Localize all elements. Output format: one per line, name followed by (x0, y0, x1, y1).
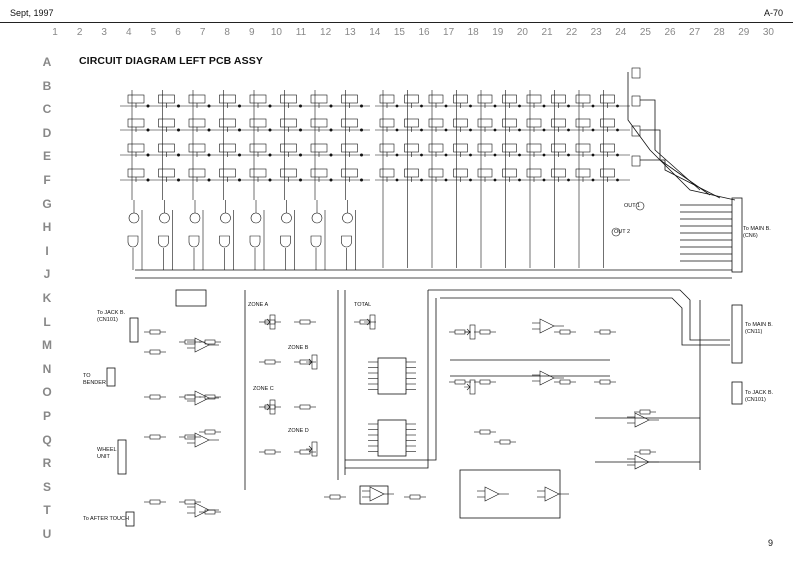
grid-column-number: 25 (639, 27, 651, 38)
grid-row-letter: B (42, 78, 52, 93)
grid-column-number: 9 (249, 27, 255, 38)
grid-column-number: 4 (126, 27, 132, 38)
grid-column-number: 26 (664, 27, 676, 38)
label-wheel-unit: WHEEL UNIT (97, 447, 117, 460)
grid-row-letter: P (42, 409, 52, 423)
label-out-1: OUT 1 (624, 203, 641, 209)
grid-row-letter: O (42, 385, 52, 400)
page-number: 9 (767, 538, 773, 548)
grid-row-letter: K (42, 291, 52, 305)
grid-column-number: 1 (52, 27, 58, 38)
grid-row-letter: C (42, 102, 52, 117)
grid-column-number: 22 (566, 27, 578, 38)
grid-row-letter: L (43, 314, 51, 329)
grid-row-letter: J (43, 267, 51, 282)
grid-row-letter: G (42, 196, 52, 211)
grid-row-letter: S (42, 479, 52, 494)
diagram-title: CIRCUIT DIAGRAM LEFT PCB ASSY (79, 55, 263, 67)
grid-column-number: 15 (393, 27, 405, 38)
grid-column-number: 18 (467, 27, 479, 38)
grid-column-number: 16 (418, 27, 430, 38)
grid-column-number: 29 (738, 27, 750, 38)
grid-row-letter: F (43, 173, 51, 187)
grid-column-number: 2 (76, 27, 83, 38)
grid-column-number: 7 (199, 27, 206, 38)
label-to-jack-right: To JACK B. (CN101) (745, 390, 774, 403)
grid-column-number: 5 (150, 27, 157, 38)
page-header: Sept, 1997 A-70 (0, 0, 793, 23)
label-total: TOTAL (354, 302, 372, 308)
grid-column-number: 19 (492, 27, 504, 38)
label-to-main-cn6: To MAIN B. (CN6) (743, 226, 771, 239)
grid-column-number: 6 (175, 27, 181, 38)
label-out-2: OUT 2 (614, 229, 631, 235)
label-zone-c: ZONE C (253, 386, 274, 392)
grid-column-number: 14 (369, 27, 381, 38)
grid-row-letter: D (42, 125, 52, 140)
grid-row-letter: R (42, 456, 52, 471)
grid-column-number: 3 (101, 27, 107, 38)
grid-row-letter: T (43, 503, 51, 518)
grid-column-number: 30 (762, 27, 774, 38)
grid-column-number: 28 (713, 27, 725, 38)
label-zone-b: ZONE B (288, 345, 309, 351)
grid-column-number: 24 (615, 27, 627, 38)
grid-column-number: 20 (516, 27, 528, 38)
label-to-main-cn11: To MAIN B. (CN11) (745, 322, 773, 335)
grid-row-letter: I (45, 243, 49, 258)
header-doc-number: A-70 (763, 8, 783, 18)
grid-column-number: 23 (590, 27, 602, 38)
grid-row-letter: Q (42, 432, 52, 447)
grid-row-letter: M (42, 338, 52, 353)
grid-row-letter: N (42, 361, 52, 376)
grid-column-number: 10 (270, 27, 282, 38)
label-to-jack-left: To JACK B. (CN101) (97, 310, 126, 323)
grid-row-letter: A (42, 55, 52, 69)
label-zone-a: ZONE A (248, 302, 269, 308)
grid-column-number: 17 (443, 27, 455, 38)
grid-column-number: 27 (689, 27, 701, 38)
grid-column-number: 13 (344, 27, 356, 38)
label-zone-d: ZONE D (288, 428, 309, 434)
grid-row-letter: U (42, 527, 52, 541)
grid-column-number: 8 (224, 27, 230, 38)
grid-column-number: 12 (320, 27, 332, 38)
label-after-touch: To AFTER TOUCH (83, 516, 129, 522)
header-date: Sept, 1997 (10, 8, 54, 18)
label-to-bender: TO BENDER (83, 373, 106, 386)
grid-column-number: 11 (295, 27, 307, 38)
grid-row-letter: H (42, 220, 52, 235)
grid-column-number: 21 (541, 27, 553, 38)
grid-row-letter: E (42, 149, 52, 164)
